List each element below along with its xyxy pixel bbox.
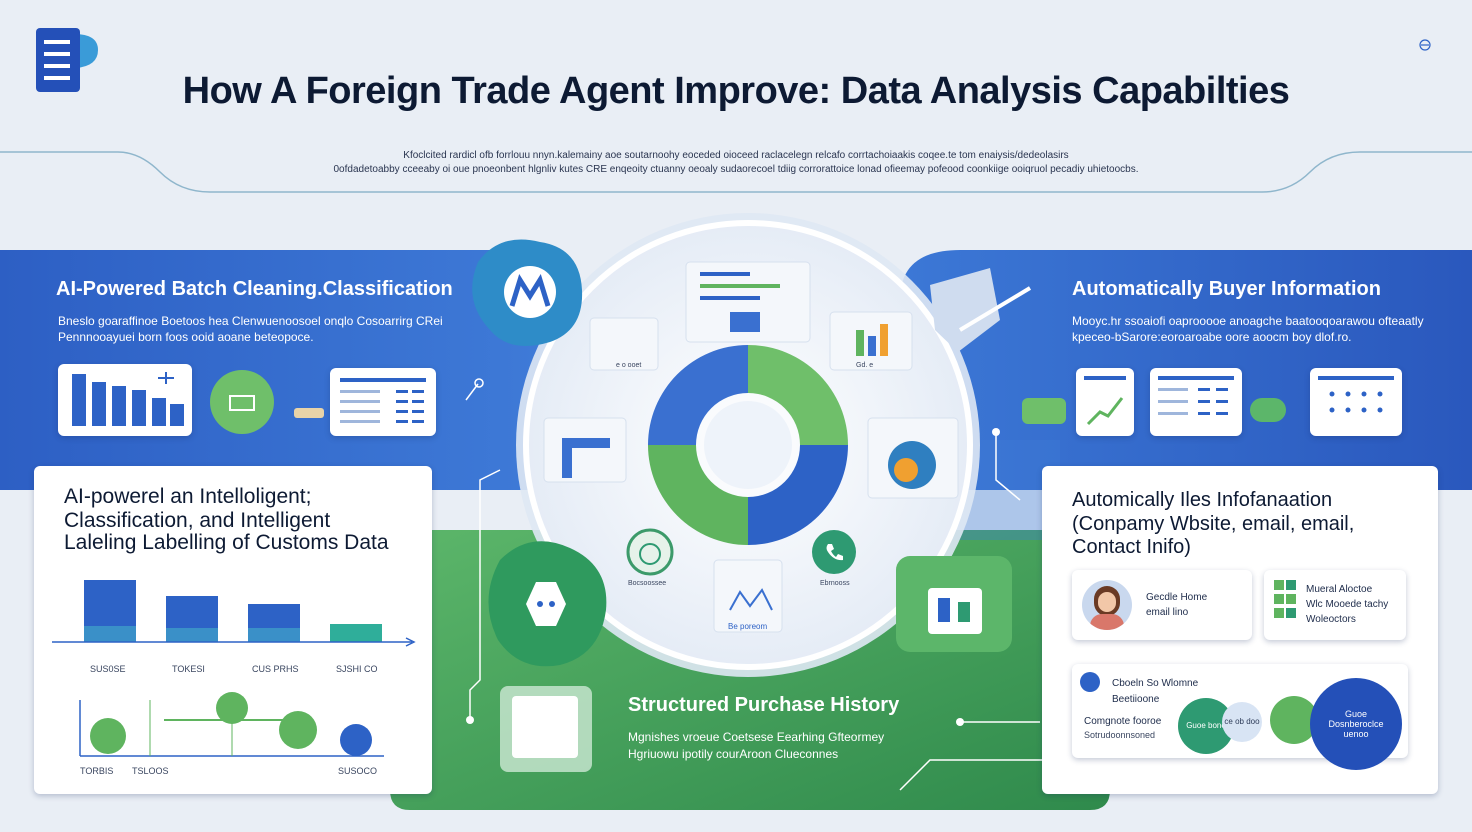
dot-chart [79, 692, 384, 757]
dot-label-1: TORBIS [80, 766, 114, 776]
dot-4 [340, 724, 372, 756]
calendar-icon [1318, 376, 1394, 413]
company-line-3: Woleoctors [1306, 614, 1356, 625]
page-title: How A Foreign Trade Agent Improve: Data … [182, 70, 1290, 112]
bubble-light: ce ob doo [1222, 702, 1262, 742]
center-left-card-label: e o ooet [616, 362, 642, 369]
center-right-card-label: Gd. e [856, 362, 874, 369]
arrow-connector-icon [294, 408, 324, 418]
company-grid-icon [1274, 580, 1296, 618]
customs-charts [52, 580, 416, 757]
company-card: Mueral Aloctoe Wlc Mooede tachy Woleocto… [1264, 570, 1406, 640]
left-section-title: AI-Powered Batch Cleaning.Classification [56, 278, 453, 300]
bar-label-1: SUS0SE [90, 664, 126, 674]
company-line-2: Wlc Mooede tachy [1306, 599, 1389, 610]
list-thumb-card [330, 368, 436, 436]
subtitle-line-1: Kfoclcited rardicl ofb forrlouu nnyn.kal… [403, 150, 1069, 161]
document-logo-icon [36, 28, 98, 92]
center-phone-label-1: Bocsoossee [628, 580, 667, 587]
growth-chart-icon [1084, 376, 1126, 426]
details-line-3: Comgnote fooroe [1084, 716, 1162, 727]
right-section-desc-1: Mooyc.hr ssoaiofi oaprooooe anoagche baa… [1072, 314, 1424, 328]
green-circle-icon [210, 370, 274, 434]
calendar-thumb-card [1310, 368, 1402, 436]
left-section-desc-2: Pennnooayuei born foos ooid aoane beteop… [58, 330, 314, 344]
bar-label-2: TOKESI [172, 664, 205, 674]
bar-2-base [166, 628, 218, 642]
company-line-1: Mueral Aloctoe [1306, 584, 1373, 595]
center-chart-label: Be poreom [728, 622, 768, 631]
cloud-icon [1250, 398, 1286, 422]
bubble-blue: Guoe Dosnberoclce uenoo [1310, 678, 1402, 770]
pin-icon [1080, 672, 1100, 692]
customs-panel-title-1: AI-powerel an Intelloligent; [64, 485, 312, 508]
table-thumb-card [1150, 368, 1242, 436]
details-line-4: Sotrudoonnsoned [1084, 730, 1156, 740]
left-section-desc-1: Bneslo goaraffinoe Boetoos hea Clenwueno… [58, 314, 443, 328]
bottom-section-desc-1: Mgnishes vroeue Coetsese Eearhing Gfteor… [628, 730, 885, 744]
buyer-info-panel: Automically Iles Infofanaation (Conpamy … [1042, 466, 1438, 794]
bar-label-4: SJSHI CO [336, 664, 378, 674]
dot-2 [216, 692, 248, 724]
customs-panel-title-3: Laleling Labelling of Customs Data [64, 531, 389, 554]
contact-line-1: Gecdle Home [1146, 592, 1208, 603]
details-line-2: Beetiioone [1112, 694, 1160, 705]
green-tag-icon [1022, 398, 1066, 424]
subtitle-line-2: 0ofdadetoabby cceeaby oi oue pnoeonbent … [333, 164, 1139, 175]
buyer-panel-title-3: Contact Inifo) [1072, 536, 1191, 558]
growth-chart-thumb-card [1076, 368, 1134, 436]
bar-1-base [84, 626, 136, 642]
customs-data-panel: AI-powerel an Intelloligent; Classificat… [34, 466, 432, 794]
bar-4 [330, 624, 382, 642]
bottom-section-title: Structured Purchase History [628, 694, 900, 716]
phone-icon [826, 544, 843, 561]
buyer-panel-title-2: (Conpamy Wbsite, email, email, [1072, 513, 1355, 535]
bar-chart-icon [72, 372, 184, 426]
table-icon [1158, 376, 1234, 415]
contact-line-2: email lino [1146, 607, 1189, 618]
dot-1 [90, 718, 126, 754]
bar-chart-thumb-card [58, 364, 192, 436]
contact-card: Gecdle Home email lino [1072, 570, 1252, 640]
avatar [1082, 580, 1132, 630]
list-icon [340, 378, 426, 423]
buyer-panel-title-1: Automically Iles Infofanaation [1072, 489, 1333, 511]
bar-chart [52, 580, 416, 647]
dot-label-3: SUSOCO [338, 766, 378, 776]
dot-label-2: TSLOOS [132, 766, 169, 776]
right-section-title: Automatically Buyer Information [1072, 278, 1381, 300]
bar-3-base [248, 628, 300, 642]
chat-icon [639, 543, 661, 565]
bottom-section-desc-2: Hgriuowu ipotily courAroon Clueconnes [628, 747, 839, 761]
customs-panel-title-2: Classification, and Intelligent [64, 509, 331, 532]
details-line-1: Cboeln So Wlomne [1112, 678, 1199, 689]
bar-label-3: CUS PRHS [252, 664, 299, 674]
dot-3 [279, 711, 317, 749]
center-phone-label-2: Ebrnooss [820, 580, 850, 587]
right-section-desc-2: kpeceo-bSarore:eoroaroabe oore aoocm boy… [1072, 330, 1352, 344]
